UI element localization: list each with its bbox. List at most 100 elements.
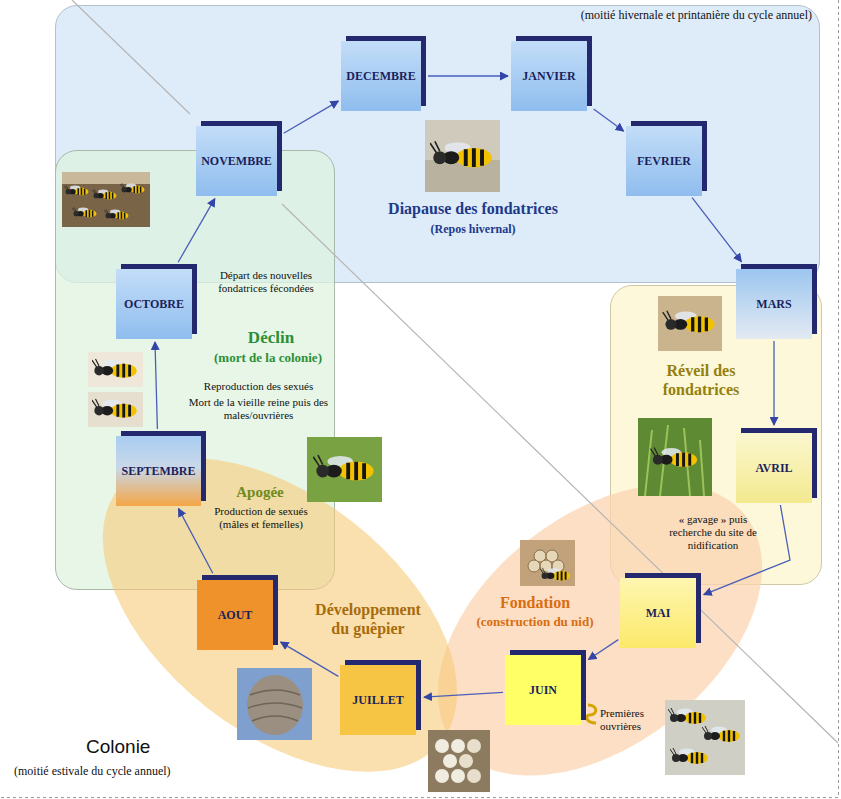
region-text: (mort de la colonie) [201,350,335,366]
photo-ground [428,730,490,792]
cycle-arrow [428,75,508,76]
region-heading: Réveil des fondatrices [646,361,756,399]
month-label: OCTOBRE [124,298,184,310]
wasp-figure [313,455,373,480]
wasp-figure [540,568,570,581]
photo-ground [658,296,722,351]
caption-label: Colonie [86,736,196,759]
photo-ground [88,392,143,427]
photo-reveil [658,296,722,351]
photo-ground [425,120,500,192]
wasp-figure [92,189,116,199]
text-holder: Départ des nouvelles fondatrices fécondé… [201,269,331,295]
grass-blades [645,425,704,496]
month-label: JANVIER [522,70,575,82]
larva [443,754,457,768]
caption-label: (moitié hivernale et printanière du cycl… [440,8,812,22]
region-text: Premières ouvrières [600,707,658,733]
label-holder: (moitié hivernale et printanière du cycl… [440,8,812,22]
wasp-figure [670,748,708,764]
wasp-figure [650,447,697,467]
month-box: JUIN [505,655,581,725]
photo-grass [638,418,712,496]
photo-ground [237,668,312,740]
text-holder: (construction du nid) [462,614,608,630]
photo-ground [62,172,150,227]
region-heading: Développement du guêpier [308,600,428,638]
ellipse-fill [383,425,816,799]
wasp-figure [120,183,144,193]
month-label: NOVEMBRE [201,155,272,167]
month-label: MARS [756,298,791,310]
text-holder: (Repos hivernal) [373,222,573,238]
larva [451,769,465,783]
caption-label: (moitié estivale du cycle annuel) [14,764,274,778]
wasp-figure [72,207,96,217]
month-box: MARS [736,269,812,339]
wasp-figure [92,399,137,418]
larva [451,739,465,753]
photo-nest-start [520,540,575,586]
region-text: Mort de la vieille reine puis des males/… [181,396,336,422]
region-text: Déclin [216,328,326,348]
region-text: Reproduction des sexués [181,380,336,393]
photo-larvae [428,730,490,792]
text-holder: Fondation [480,593,590,612]
region-text: Apogée [224,483,296,501]
wasp-figure [104,209,128,219]
photo-ground [638,418,712,496]
month-box: JUILLET [340,665,416,735]
region-text: Production de sexués (mâles et femelles) [201,505,321,531]
text-holder: Reproduction des sexués [181,380,336,393]
month-box: AOUT [197,580,273,650]
month-box: FEVRIER [626,126,702,196]
month-box: MAI [620,578,696,648]
label-holder: Colonie [86,736,196,759]
photo-guepier [237,668,312,740]
larva [467,739,481,753]
text-holder: Déclin [216,328,326,348]
text-holder: (mort de la colonie) [201,350,335,366]
photo-ground [520,540,575,586]
larva [467,769,481,783]
month-box: OCTOBRE [116,269,192,339]
month-label: FEVRIER [637,155,691,167]
larva [459,754,473,768]
text-holder: Mort de la vieille reine puis des males/… [181,396,336,422]
photo-ground [62,172,150,184]
photo-nest-wood [62,172,150,227]
month-label: DECEMBRE [346,70,415,82]
photo-ground [307,437,382,502]
wasp-figure [92,359,137,378]
photo-diapause [425,120,500,192]
cycle-arrow [773,341,774,425]
photo-ground [665,700,745,775]
text-holder: « gavage » puis recherche du site de nid… [658,513,768,553]
month-box: NOVEMBRE [196,126,277,196]
month-label: AVRIL [755,462,792,474]
photo-ground [88,352,143,387]
nest-cell [528,560,540,572]
region-text: (Repos hivernal) [373,222,573,238]
label-holder: (moitié estivale du cycle annuel) [14,764,274,778]
photo-apogee [307,437,382,502]
text-holder: Production de sexués (mâles et femelles) [201,505,321,531]
wasp-figure [430,141,492,167]
nest-layers [248,690,302,721]
region-text: (construction du nid) [462,614,608,630]
text-holder: Développement du guêpier [308,600,428,638]
region-text: « gavage » puis recherche du site de nid… [658,513,768,553]
month-box: SEPTEMBRE [116,436,201,506]
region-heading: Fondation [480,593,590,612]
text-holder: Premières ouvrières [600,707,658,733]
text-holder: Réveil des fondatrices [646,361,756,399]
region-heading: Départ des nouvelles fondatrices fécondé… [201,269,331,295]
wasp-figure [663,311,715,333]
nest-ball [247,675,303,735]
larva [435,739,449,753]
month-box: JANVIER [511,41,587,111]
month-label: MAI [646,607,671,619]
